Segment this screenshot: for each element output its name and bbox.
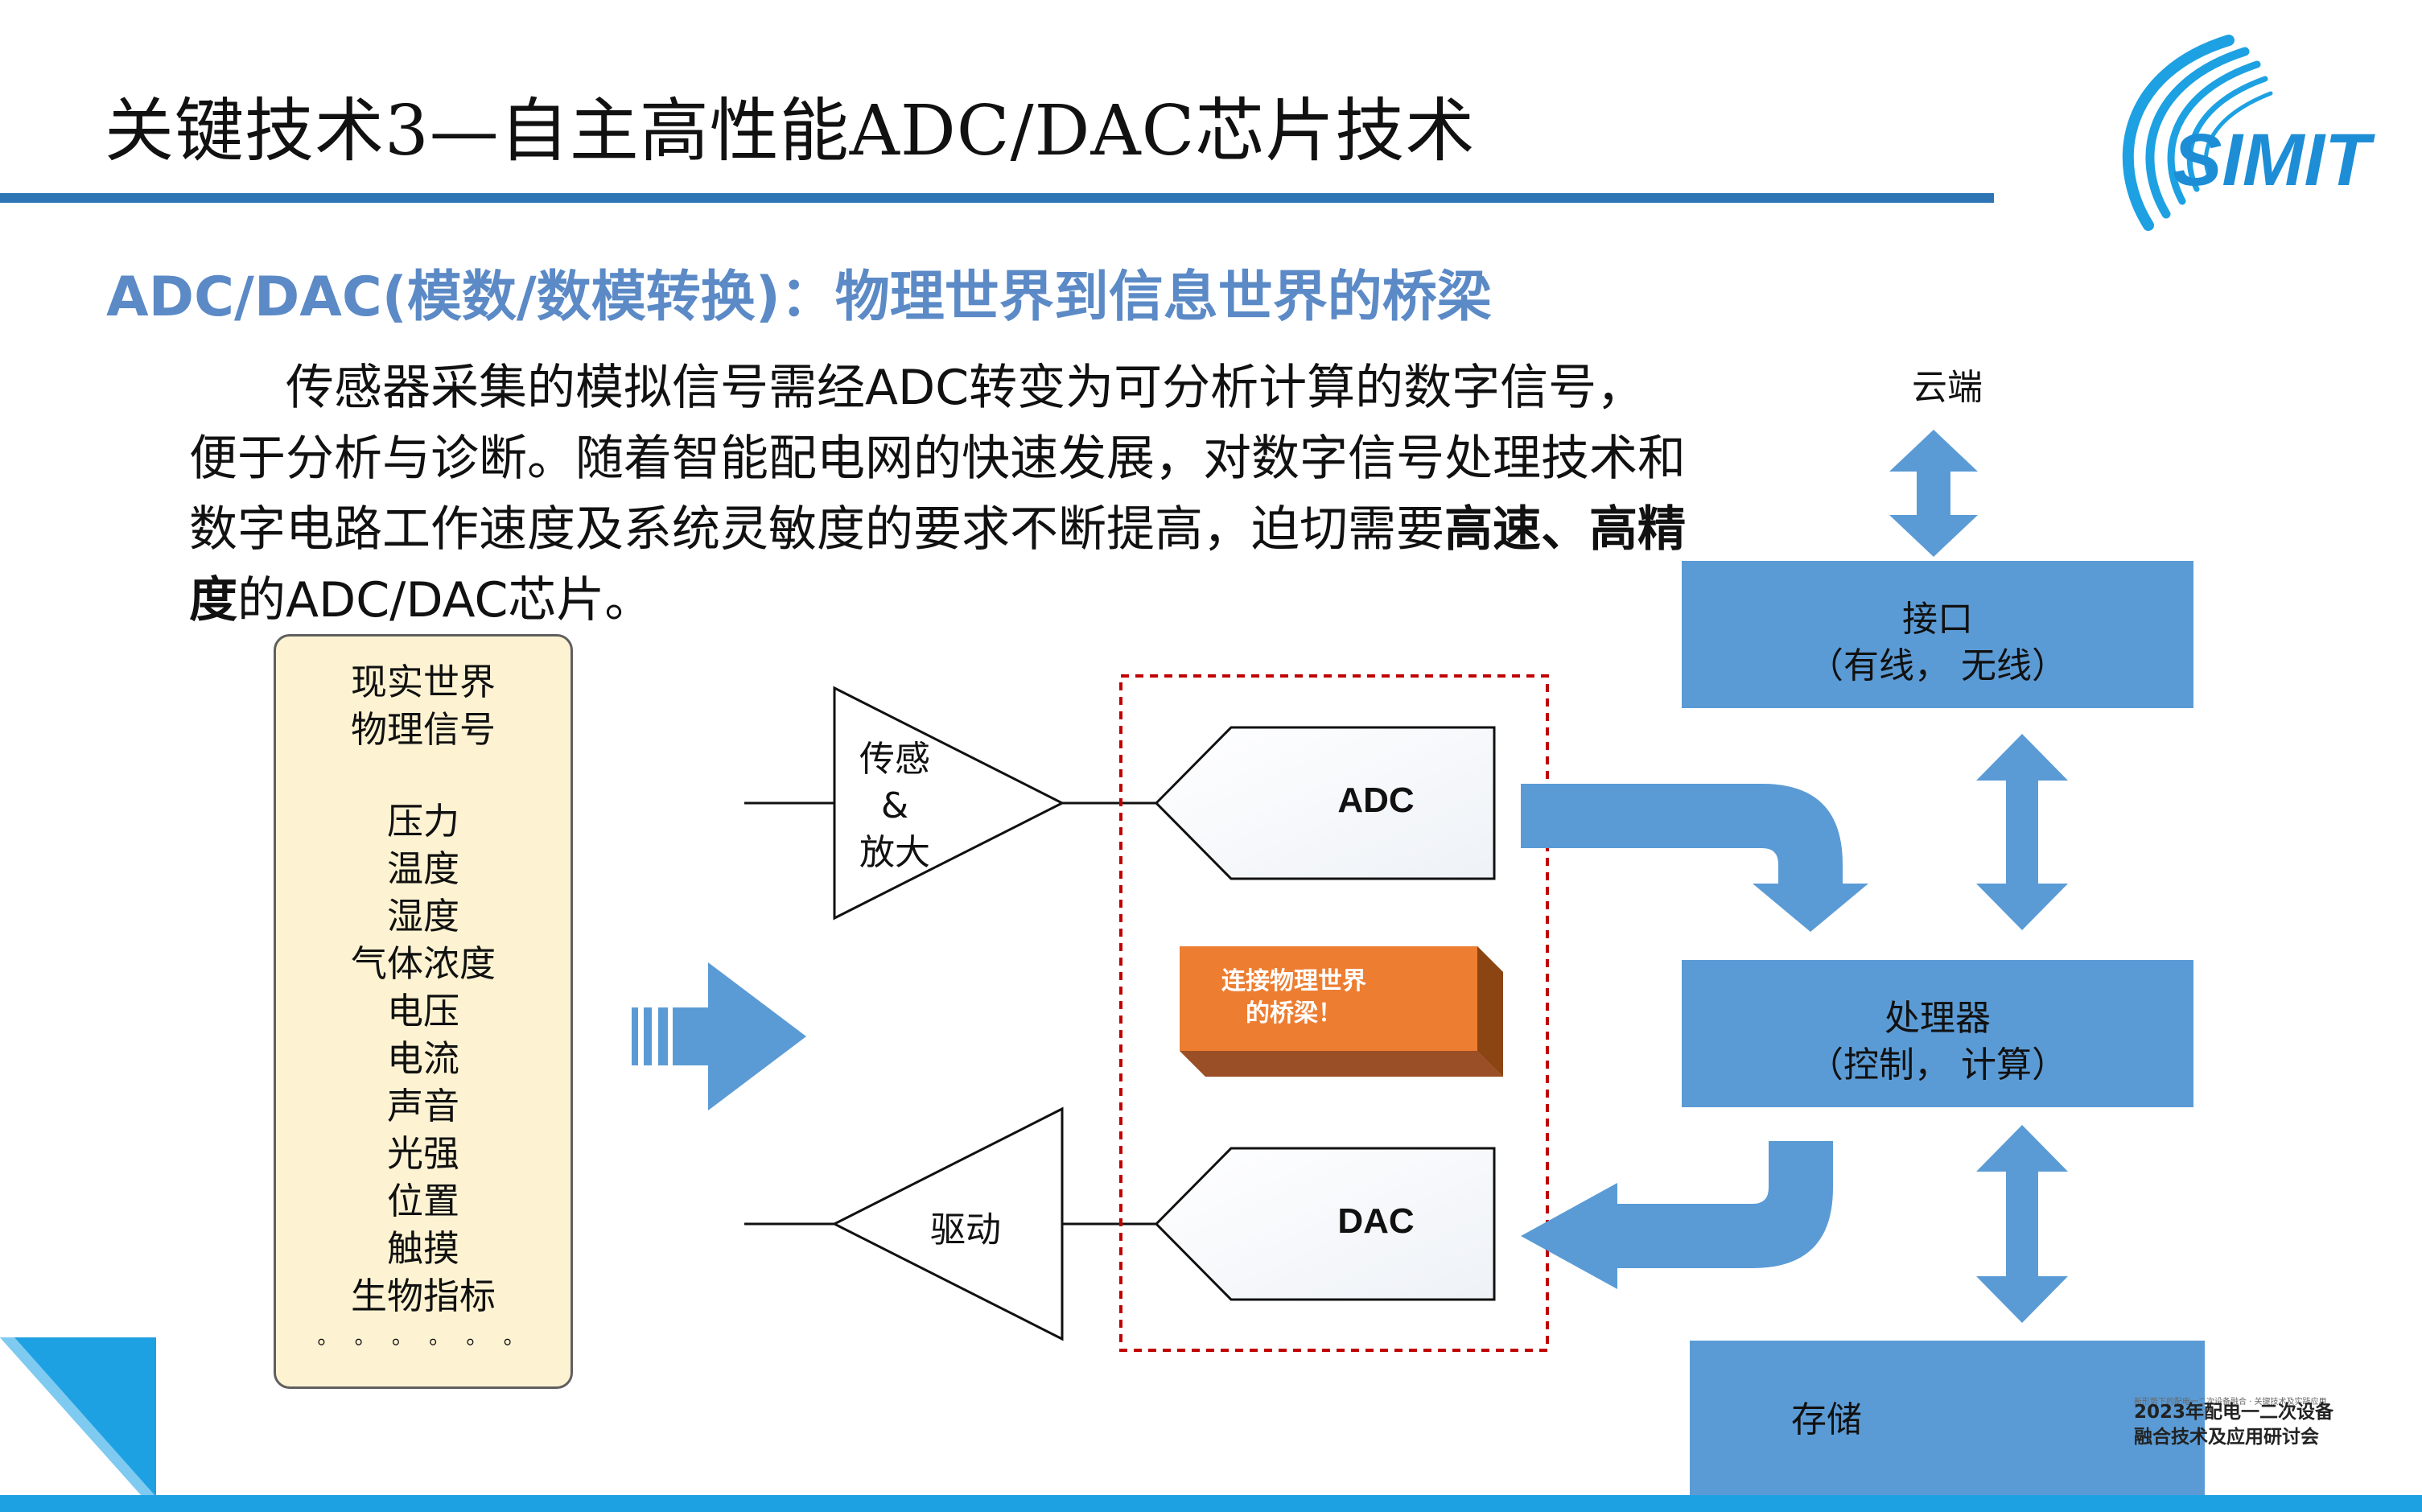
conference-tagline: 新形势下的配电一二次设备融合 · 关键技术及实践应用	[2134, 1398, 2327, 1407]
paragraph-line-4-text: 的ADC/DAC芯片。	[237, 572, 653, 628]
adc-label: ADC	[1337, 781, 1415, 820]
interface-processor-double-arrow	[1976, 734, 2068, 930]
signal-item: 气体浓度	[350, 942, 496, 985]
bridge-label: 连接物理世界 的桥梁！	[1181, 966, 1407, 1030]
signal-item: 触摸	[386, 1227, 459, 1270]
driver-triangle	[831, 1106, 1064, 1341]
signal-item: 湿度	[386, 895, 459, 937]
bottom-band	[0, 1495, 2422, 1512]
processor-to-dac-arrow	[1521, 1141, 1833, 1289]
title-underline	[0, 193, 1994, 203]
signal-item: 光强	[386, 1132, 459, 1175]
processor-subtitle: （控制， 计算）	[1808, 1044, 2067, 1086]
adc-to-processor-arrow	[1521, 784, 1868, 932]
paragraph-line-3-bold: 高速、高精	[1444, 501, 1686, 558]
signal-item: 位置	[386, 1180, 459, 1222]
processor-title: 处理器	[1884, 998, 1991, 1039]
signal-box-ellipsis: 。 。 。 。 。 。	[317, 1325, 529, 1349]
dac-block	[1154, 1147, 1496, 1301]
paragraph-line-3-text: 数字电路工作速度及系统灵敏度的要求不断提高，迫切需要	[189, 501, 1444, 558]
signal-item: 温度	[386, 847, 459, 890]
cloud-interface-double-arrow	[1889, 430, 1978, 557]
signal-box-header-2: 物理信号	[350, 708, 496, 751]
sense-label-2: &	[880, 785, 909, 826]
paragraph-line-3: 数字电路工作速度及系统灵敏度的要求不断提高，迫切需要高速、高精	[189, 494, 1702, 565]
bridge-3d-block	[1180, 946, 1503, 1077]
signal-item: 生物指标	[350, 1275, 496, 1317]
signal-item: 电流	[386, 1037, 459, 1080]
processor-storage-double-arrow	[1976, 1125, 2068, 1323]
dac-label: DAC	[1337, 1201, 1415, 1241]
storage-box: 存储	[1690, 1341, 2205, 1495]
simit-logo-text: SIMIT	[2173, 119, 2375, 201]
bridge-label-1: 连接物理世界	[1221, 967, 1366, 995]
sense-label-3: 放大	[859, 832, 930, 873]
input-arrow	[632, 962, 806, 1110]
signal-item: 声音	[386, 1085, 459, 1127]
paragraph-line-1: 传感器采集的模拟信号需经ADC转变为可分析计算的数字信号，	[286, 360, 1646, 416]
interface-box: 接口 （有线， 无线）	[1682, 561, 2193, 708]
adc-block	[1154, 726, 1496, 880]
signal-box-header-1: 现实世界	[350, 661, 496, 703]
conference-name-line-1: 2023年配电一二次设备	[2134, 1402, 2334, 1423]
sense-amplifier-triangle	[833, 686, 1065, 921]
signal-item: 电压	[386, 990, 459, 1032]
paragraph-line-4: 度的ADC/DAC芯片。	[189, 565, 1702, 636]
paragraph-line-2: 便于分析与诊断。随着智能配电网的快速发展，对数字信号处理技术和	[189, 431, 1686, 487]
processor-box: 处理器 （控制， 计算）	[1682, 960, 2193, 1107]
signal-item: 压力	[386, 800, 459, 843]
paragraph-line-4-bold: 度	[189, 572, 237, 628]
interface-subtitle: （有线， 无线）	[1808, 645, 2067, 686]
bridge-label-2: 的桥梁！	[1246, 999, 1342, 1028]
driver-label: 驱动	[930, 1209, 1001, 1250]
intro-paragraph: 传感器采集的模拟信号需经ADC转变为可分析计算的数字信号， 便于分析与诊断。随着…	[189, 352, 1702, 636]
physical-signal-box: 现实世界 物理信号 压力 温度 湿度 气体浓度 电压 电流 声音 光强 位置 触…	[274, 634, 573, 1389]
slide-subtitle: ADC/DAC(模数/数模转换)：物理世界到信息世界的桥梁	[106, 266, 1492, 329]
slide-title: 关键技术3—自主高性能ADC/DAC芯片技术	[105, 91, 1476, 171]
interface-title: 接口	[1902, 599, 1973, 640]
storage-label: 存储	[1791, 1399, 1862, 1440]
conference-name: 2023年配电一二次设备 融合技术及应用研讨会	[2134, 1400, 2333, 1450]
sense-amplifier-label: 传感 & 放大	[846, 736, 943, 876]
conference-name-line-2: 融合技术及应用研讨会	[2134, 1427, 2319, 1448]
cloud-label: 云端	[1912, 367, 1983, 408]
simit-logo: SIMIT	[2122, 35, 2375, 231]
sense-label-1: 传感	[859, 739, 930, 780]
